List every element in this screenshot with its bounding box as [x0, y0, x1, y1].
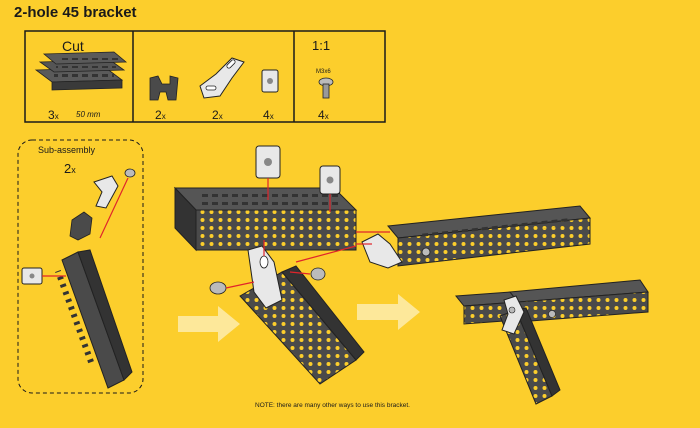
cut-beams-part: [34, 51, 128, 91]
main-beam: [173, 186, 358, 252]
scale-label: 1:1: [312, 38, 331, 53]
parts-table: [24, 30, 386, 123]
bracket-part: [199, 57, 245, 99]
clip-quantity: 2x: [155, 108, 166, 122]
step-nuts: [255, 145, 341, 212]
right-beam: [356, 205, 591, 269]
nut-quantity: 4x: [263, 108, 274, 122]
bracket-quantity: 2x: [212, 108, 223, 122]
beam-length: 50 mm: [76, 110, 101, 119]
page-title: 2-hole 45 bracket: [14, 4, 137, 21]
subassembly-box: [17, 139, 144, 394]
nut-part: [261, 69, 279, 93]
note-text: NOTE: there are many other ways to use t…: [255, 402, 410, 409]
step-arrow-1: [178, 306, 240, 342]
lower-beam: [209, 240, 365, 385]
screw-quantity: 4x: [318, 108, 329, 122]
clip-part: [149, 75, 179, 101]
screw-part: [318, 77, 334, 99]
cut-label: Cut: [62, 38, 84, 54]
subassembly-quantity: 2x: [64, 161, 76, 176]
beam-quantity: 3x: [48, 108, 59, 122]
screw-size-label: M3x6: [316, 69, 331, 75]
final-assembly: [455, 279, 649, 405]
subassembly-illustration: [21, 168, 136, 389]
step-arrow-2: [357, 294, 420, 330]
subassembly-label: Sub-assembly: [38, 145, 96, 155]
